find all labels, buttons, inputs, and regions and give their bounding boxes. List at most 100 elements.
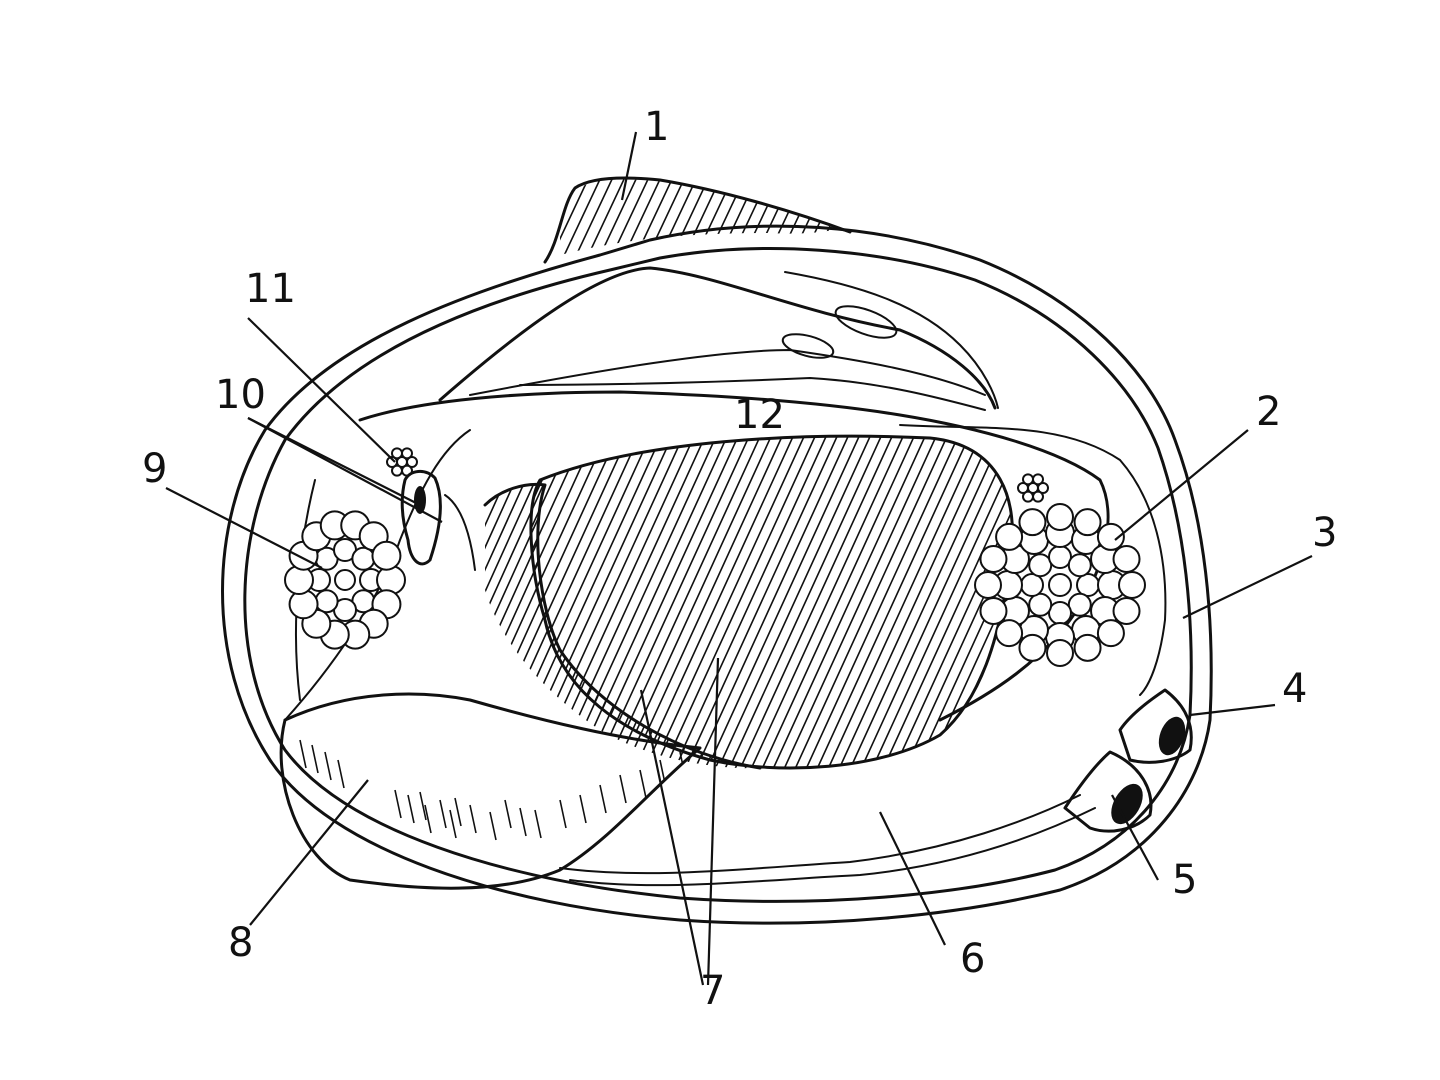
leader-6 <box>879 811 946 946</box>
retractor-fiber <box>1032 490 1044 503</box>
muscle-fiber <box>1018 633 1047 662</box>
hinge-hatch-line <box>825 179 840 255</box>
retractor-fiber <box>1017 482 1029 494</box>
gill-hatch-line <box>530 436 577 768</box>
muscle-fiber <box>1076 573 1100 597</box>
gill-hatch-line <box>855 436 1013 768</box>
label-7: 7 <box>700 968 725 1014</box>
mantle-line-to-siphon <box>899 424 1167 696</box>
hinge-hatch-line <box>862 175 902 260</box>
gill-hatch-line <box>767 436 929 768</box>
leader-lines <box>165 131 1313 986</box>
muscle-fiber <box>995 522 1024 551</box>
hinge-hatch-line <box>657 179 699 255</box>
gill-hatch-line <box>699 484 760 769</box>
mantle-upper-line-3 <box>519 376 986 411</box>
mantle-diagonal <box>784 271 999 409</box>
muscle-fiber <box>979 544 1008 573</box>
gill-inner-outline <box>483 482 762 770</box>
foot-hatch-line <box>519 807 527 837</box>
label-11: 11 <box>245 266 296 312</box>
label-1: 1 <box>644 104 669 150</box>
muscle-fiber <box>288 589 319 620</box>
hinge-hatch-line <box>705 179 747 255</box>
foot-hatch-line <box>394 789 402 819</box>
foot-hatch-line <box>599 784 607 814</box>
retractor-muscles <box>386 447 1049 503</box>
gill-hatch-line <box>888 436 1013 768</box>
leader-8 <box>249 779 369 926</box>
leader-4 <box>1189 703 1276 717</box>
label-10: 10 <box>215 372 266 418</box>
gill-hatch-line <box>778 436 940 768</box>
retractor-fiber <box>386 456 398 468</box>
muscle-fiber <box>1112 597 1141 626</box>
gill-hatch-line <box>866 436 1013 768</box>
gill-outer-outline <box>529 434 1014 770</box>
gill-hatch-line <box>591 436 753 768</box>
gill-hatch-line <box>679 436 841 768</box>
gill-hatch-line <box>811 436 973 768</box>
gill-hatch-line <box>599 484 741 769</box>
foot-hatch-line <box>559 799 567 829</box>
leader-11 <box>247 317 396 463</box>
leader-7b <box>706 657 720 986</box>
gill-hatch-line <box>530 436 643 768</box>
mantle-oval-1 <box>834 305 898 339</box>
hinge-hatch-line <box>837 179 840 255</box>
mantle-oval-2 <box>781 333 835 359</box>
leader-7a <box>639 689 705 986</box>
gill-hatch-line <box>820 470 960 780</box>
label-3: 3 <box>1312 510 1337 556</box>
mantle-upper-line <box>438 266 997 410</box>
foot-hatch-line <box>299 739 307 769</box>
gill-hatch-line <box>899 436 1013 768</box>
siphons <box>1063 688 1193 833</box>
gill-hatch-line <box>734 436 896 768</box>
foot-hatch-line <box>407 794 415 824</box>
gill-hatch-line <box>485 484 521 769</box>
label-5: 5 <box>1172 857 1197 903</box>
gill-hatch-line <box>749 484 760 769</box>
leader-10b <box>247 417 443 523</box>
gill-hatch-line <box>701 436 863 768</box>
muscle-fiber <box>995 619 1024 648</box>
mantle-lower-edge-2 <box>569 807 1096 887</box>
hinge-hatch-line <box>561 179 603 255</box>
gill-hatch-line <box>530 436 654 768</box>
foot-hatch-line <box>449 809 457 839</box>
gill-hatch-line <box>822 436 984 768</box>
label-9: 9 <box>142 446 167 492</box>
foot-hatch-line <box>639 769 647 799</box>
gill-hatch-line <box>536 436 698 768</box>
gill-hatch-line <box>530 436 588 768</box>
retractor-fiber <box>1032 473 1044 486</box>
gill-hatch-line <box>485 484 511 769</box>
gill-hatch-line <box>689 484 760 769</box>
hinge-hatch-line <box>645 179 687 255</box>
retractor-fiber <box>1022 473 1034 486</box>
gill-hatch-line <box>624 436 786 768</box>
gill-hatch-line <box>530 436 599 768</box>
gill-hatch-line <box>530 436 687 768</box>
mouth-palps <box>400 470 476 571</box>
label-8: 8 <box>228 920 253 966</box>
foot-outline <box>279 692 702 890</box>
gill-hatch-line <box>639 484 760 769</box>
gill-hatch-line <box>690 436 852 768</box>
gill-hatch-line <box>844 436 1006 768</box>
foot-hatch-line <box>534 809 542 839</box>
palp-outline <box>400 470 442 566</box>
shell-inner-outline <box>243 247 1193 903</box>
muscle-fiber <box>1073 508 1102 537</box>
foot-hatch-line <box>424 804 432 834</box>
gill-hatch-line <box>530 436 566 768</box>
mantle-lower-edge <box>559 794 1081 875</box>
muscle-fiber <box>1118 571 1146 599</box>
gill-hatch-line <box>613 436 775 768</box>
gill-hatch-line <box>759 484 760 769</box>
foot-hatch-line <box>311 744 319 774</box>
inhalant-siphon-opening <box>1111 783 1143 825</box>
muscle-fiber <box>1048 545 1072 569</box>
